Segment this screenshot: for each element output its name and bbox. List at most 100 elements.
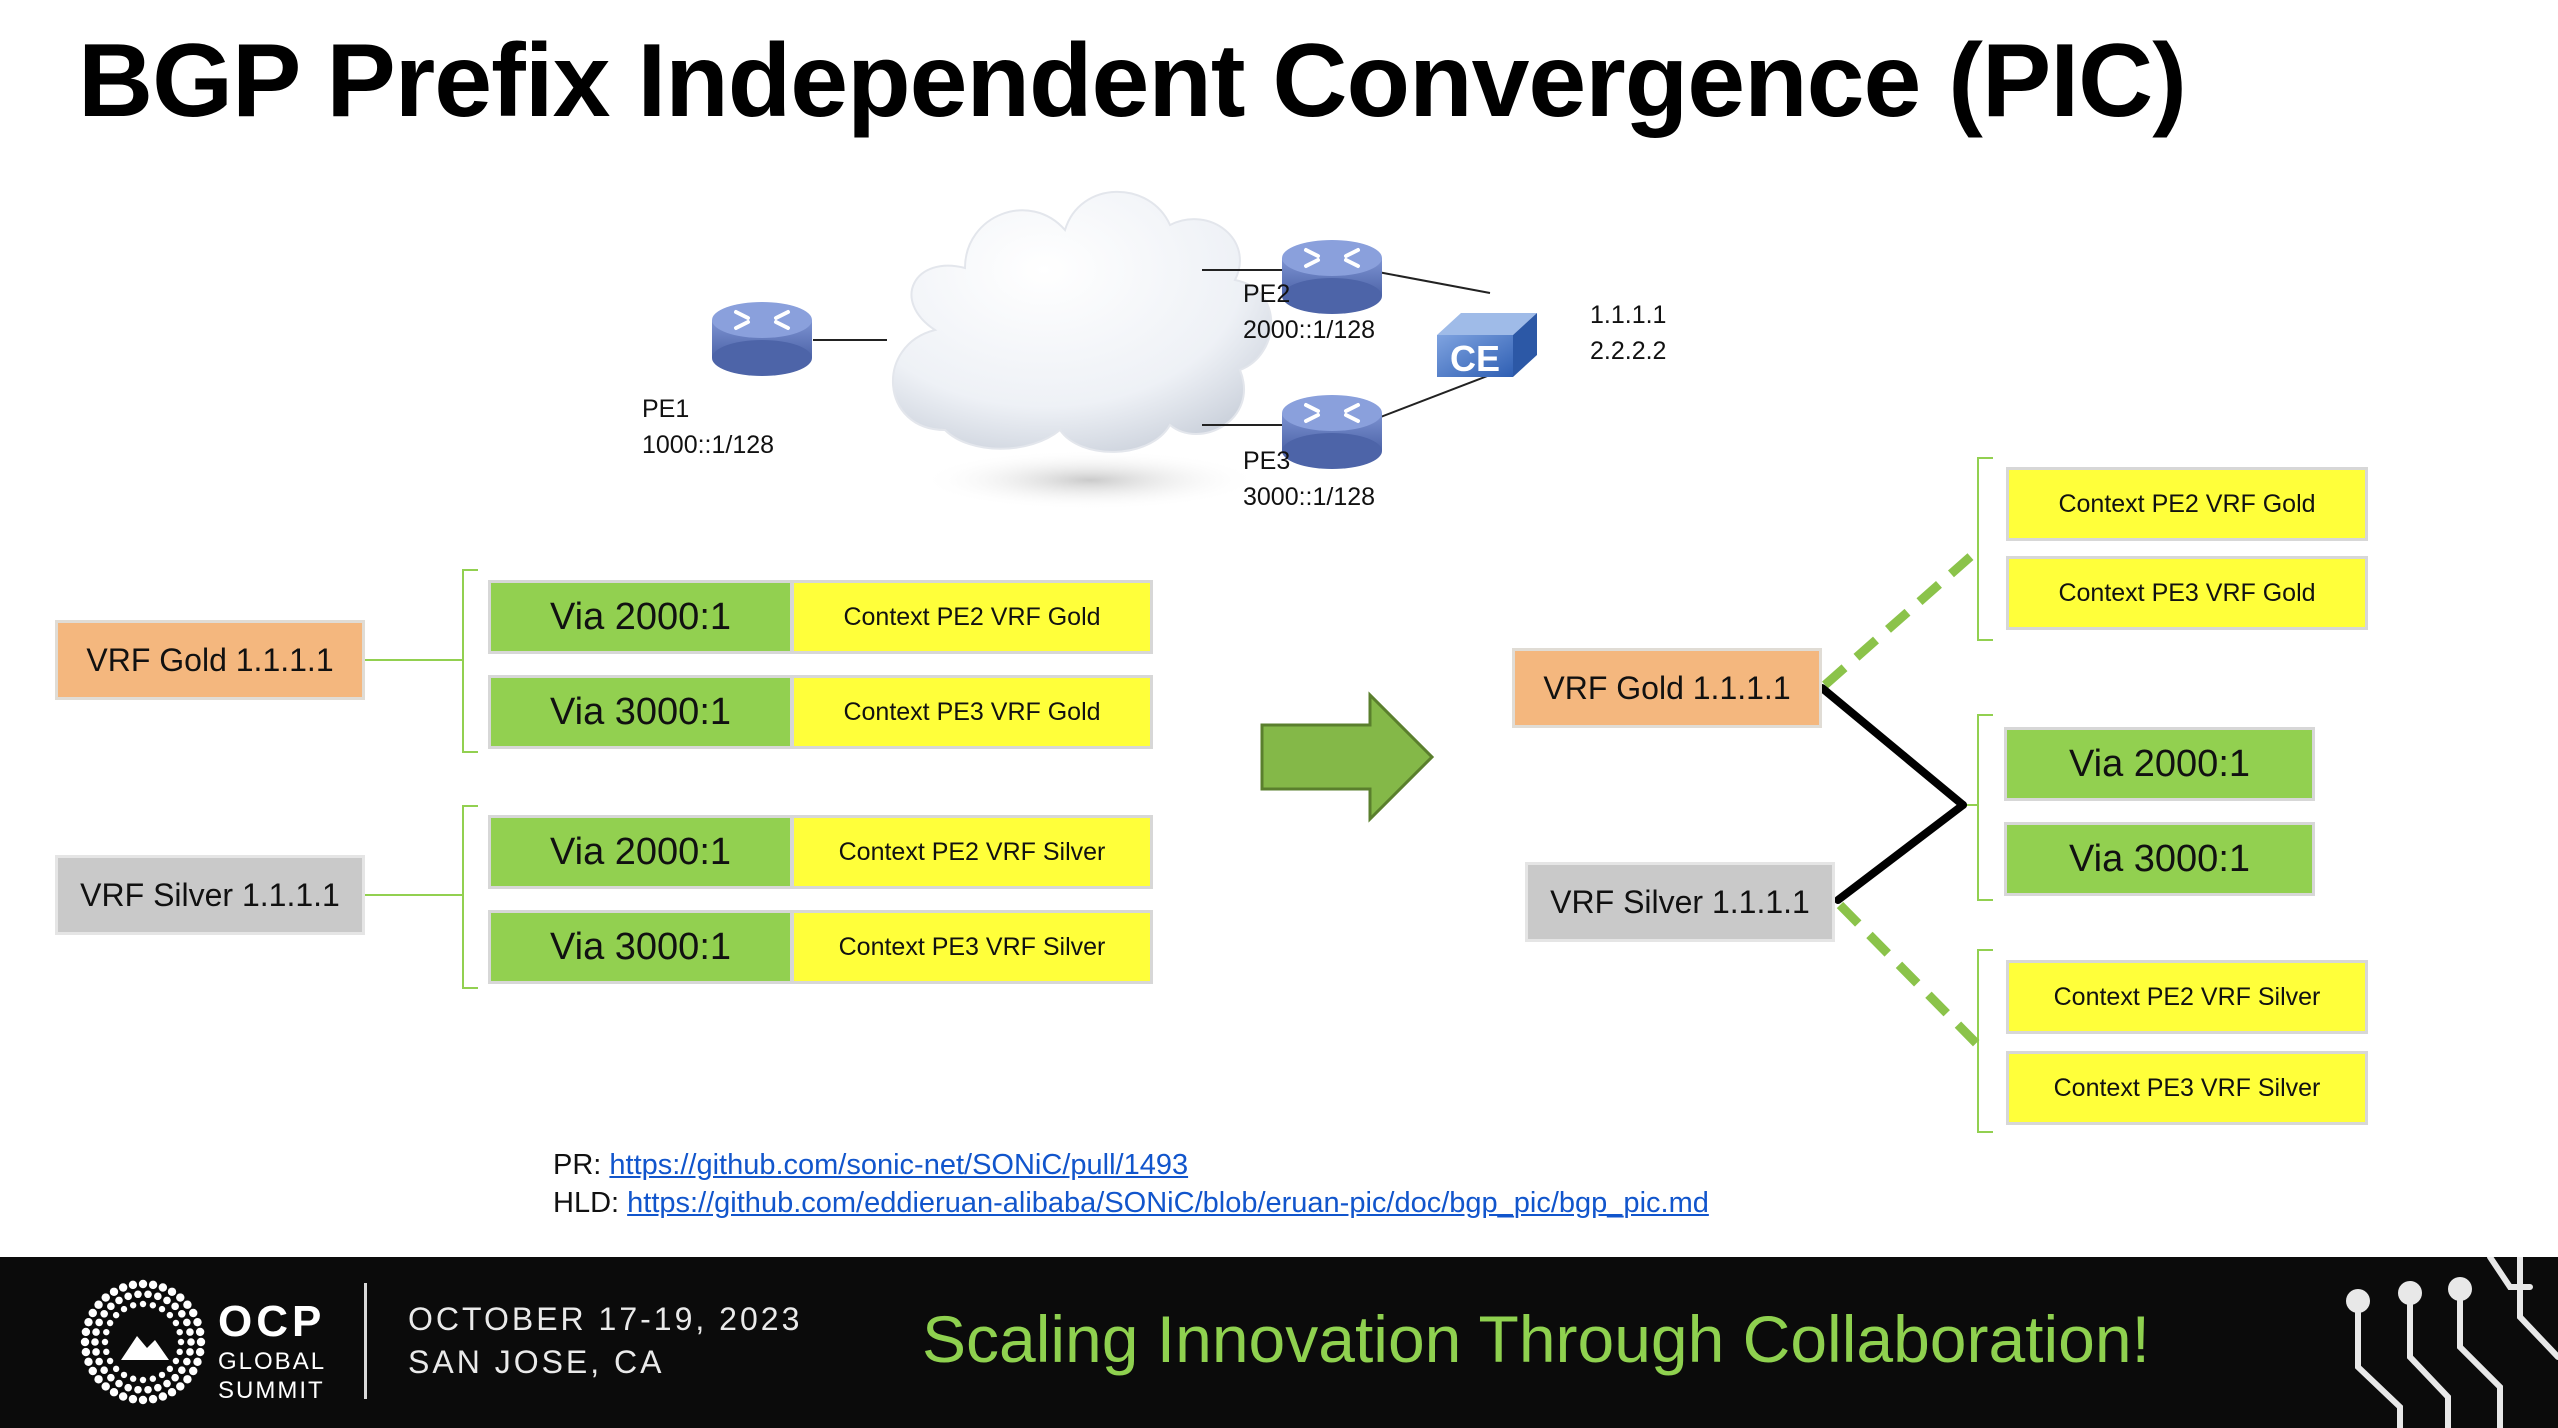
logo-dot (171, 1373, 179, 1382)
after-vrf-silver: VRF Silver 1.1.1.1 (1525, 862, 1835, 942)
before-silver-via-1: Via 2000:1 (488, 815, 793, 889)
logo-dot (186, 1328, 194, 1336)
ce-switch-icon: CE (1437, 313, 1537, 379)
circuit-decoration-icon (2346, 1257, 2558, 1428)
logo-dot (94, 1375, 103, 1384)
logo-dot (195, 1327, 205, 1337)
logo-dot (95, 1318, 103, 1327)
logo-dot (148, 1394, 158, 1404)
before-gold-via-1: Via 2000:1 (488, 580, 793, 654)
before-gold-context-1: Context PE2 VRF Gold (791, 580, 1153, 654)
logo-dot (196, 1337, 206, 1347)
logo-dot (95, 1357, 103, 1366)
logo-dot (100, 1309, 108, 1318)
logo-dot (138, 1279, 148, 1289)
logo-dot (154, 1383, 162, 1392)
logo-dot (106, 1357, 114, 1365)
ocp-wordmark: OCP (218, 1297, 326, 1346)
logo-dot (80, 1337, 90, 1347)
ocp-global: GLOBAL (218, 1348, 327, 1375)
logo-dot (91, 1338, 99, 1346)
logo-dot (128, 1394, 138, 1404)
pe1-address: 1000::1/128 (642, 431, 775, 459)
logo-dot (158, 1392, 168, 1401)
logo-dot (139, 1376, 147, 1384)
event-tagline: Scaling Innovation Through Collaboration… (922, 1302, 2150, 1376)
logo-dot (183, 1375, 192, 1384)
logo-dot (107, 1302, 115, 1311)
logo-dot (118, 1392, 128, 1401)
before-gold-via-2: Via 3000:1 (488, 675, 793, 749)
pe2-name: PE2 (1243, 280, 1291, 308)
logo-dot (81, 1347, 91, 1357)
logo-dot (92, 1328, 100, 1336)
after-shared-via-1: Via 2000:1 (2004, 727, 2315, 801)
logo-dot (129, 1375, 137, 1382)
ce-prefix-1: 1.1.1.1 (1590, 301, 1667, 329)
logo-dot (176, 1382, 185, 1391)
logo-dot (103, 1348, 110, 1356)
pe2-address: 2000::1/128 (1243, 316, 1376, 344)
slide-title: BGP Prefix Independent Convergence (PIC) (78, 23, 2187, 139)
dashed-context-links (1822, 546, 1982, 1049)
logo-dot (166, 1311, 174, 1319)
logo-dot (88, 1308, 97, 1318)
topology-links (813, 269, 1491, 426)
logo-dot (171, 1302, 179, 1311)
logo-dot (187, 1338, 195, 1346)
logo-dot (149, 1302, 157, 1309)
logo-dot (193, 1317, 202, 1327)
network-topology: CE (712, 190, 1537, 510)
before-silver-via-2: Via 3000:1 (488, 910, 793, 984)
logo-dot (144, 1290, 152, 1299)
network-cloud (891, 190, 1273, 510)
logo-dot (158, 1305, 166, 1313)
logo-dot (176, 1328, 183, 1336)
logo-dot (103, 1328, 110, 1336)
pe3-router-icon (1282, 395, 1382, 469)
pr-link[interactable]: https://github.com/sonic-net/SONiC/pull/… (609, 1149, 1189, 1181)
logo-dot (195, 1347, 205, 1357)
footer-banner: OCP GLOBAL SUMMIT OCTOBER 17-19, 2023 SA… (0, 1257, 2558, 1428)
logo-dot (172, 1357, 180, 1365)
logo-dot (158, 1283, 168, 1292)
logo-dot (189, 1308, 198, 1318)
reference-links: PR: https://github.com/sonic-net/SONiC/p… (553, 1146, 1709, 1222)
logo-dot (94, 1300, 103, 1309)
pe1-name: PE1 (642, 395, 690, 423)
hld-link[interactable]: https://github.com/eddieruan-alibaba/SON… (627, 1187, 1709, 1219)
logo-dot (158, 1371, 166, 1379)
logo-dot (84, 1357, 93, 1367)
pe3-address: 3000::1/128 (1243, 483, 1376, 511)
logo-dot (167, 1287, 177, 1296)
logo-dot (124, 1292, 132, 1301)
after-gold-context-2: Context PE3 VRF Gold (2006, 556, 2368, 630)
before-vrf-gold: VRF Gold 1.1.1.1 (55, 620, 365, 700)
pe1-router-icon (712, 302, 812, 376)
logo-dot (178, 1309, 186, 1318)
logo-dot (107, 1373, 115, 1382)
logo-dot (101, 1338, 109, 1346)
pr-label: PR: (553, 1149, 602, 1181)
logo-dot (81, 1327, 91, 1337)
logo-dot (109, 1287, 119, 1296)
logo-dot (183, 1357, 191, 1366)
pr-line: PR: https://github.com/sonic-net/SONiC/p… (553, 1146, 1709, 1184)
logo-dot (163, 1379, 171, 1388)
ce-prefix-2: 2.2.2.2 (1590, 337, 1667, 365)
ocp-summit: SUMMIT (218, 1377, 325, 1404)
logo-dot (186, 1348, 194, 1356)
logo-dot (144, 1385, 152, 1394)
ce-label: CE (1450, 338, 1500, 379)
pe3-name: PE3 (1243, 447, 1291, 475)
logo-dot (120, 1305, 128, 1313)
logo-dot (154, 1292, 162, 1301)
logo-dot (115, 1379, 123, 1388)
logo-dot (134, 1290, 142, 1299)
logo-dot (112, 1365, 120, 1373)
logo-dot (106, 1319, 114, 1327)
logo-dot (101, 1293, 110, 1302)
logo-dot (92, 1348, 100, 1356)
before-silver-context-1: Context PE2 VRF Silver (791, 815, 1153, 889)
logo-dot (148, 1280, 158, 1290)
